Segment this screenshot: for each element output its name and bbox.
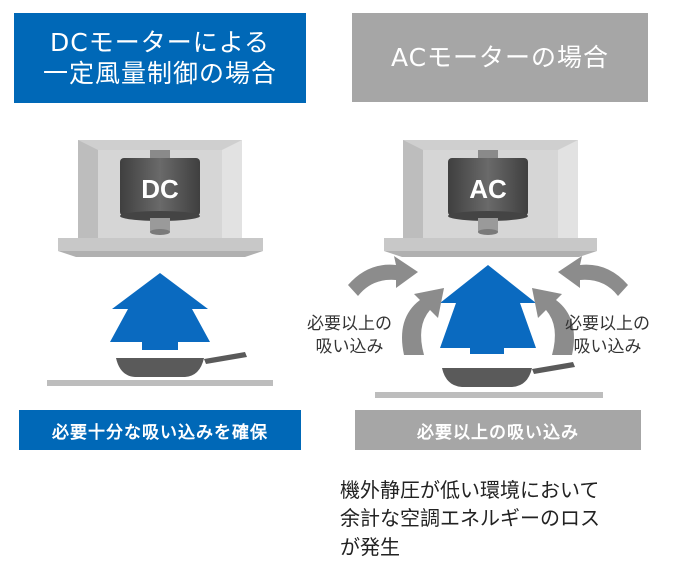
ac-caption: 必要以上の吸い込み: [355, 410, 641, 450]
energy-loss-note: 機外静圧が低い環境において 余計な空調エネルギーのロス が発生: [340, 476, 685, 561]
dc-caption: 必要十分な吸い込みを確保: [19, 410, 301, 450]
dc-airflow-arrow-icon: [110, 273, 210, 350]
ac-title: ACモーターの場合: [390, 42, 610, 72]
ac-frying-pan-icon: [442, 362, 575, 387]
dc-title-line2: 一定風量制御の場合: [42, 59, 277, 88]
ac-cooktop: [375, 392, 603, 398]
dc-motor-label: DC: [141, 174, 179, 204]
dc-title-box: DCモーターによる 一定風量制御の場合: [14, 13, 306, 103]
ac-title-box: ACモーターの場合: [352, 13, 648, 102]
ac-motor-label: AC: [469, 174, 507, 204]
dc-cooktop: [47, 380, 273, 386]
note-line2: 余計な空調エネルギーのロス: [340, 506, 600, 531]
dc-motor-icon: DC: [120, 150, 200, 235]
ac-side-left-line1: 必要以上の: [307, 314, 392, 334]
ac-side-right-line1: 必要以上の: [565, 314, 650, 334]
dc-title-line1: DCモーターによる: [50, 27, 270, 57]
ac-excess-arrow-left-top-icon: [348, 256, 418, 296]
note-line1: 機外静圧が低い環境において: [340, 478, 600, 502]
ac-side-label-right: 必要以上の 吸い込み: [565, 313, 650, 359]
ac-excess-arrow-left-bottom-icon: [402, 288, 444, 355]
ac-airflow-arrow-icon: [440, 265, 536, 354]
ac-excess-arrow-right-bottom-icon: [532, 288, 574, 355]
ac-side-left-line2: 吸い込み: [315, 336, 384, 357]
ac-excess-arrow-right-top-icon: [558, 256, 628, 296]
dc-frying-pan-icon: [116, 352, 247, 377]
ac-motor-icon: AC: [448, 150, 528, 235]
ac-side-right-line2: 吸い込み: [573, 336, 642, 357]
note-line3: が発生: [340, 534, 400, 559]
ac-side-label-left: 必要以上の 吸い込み: [307, 313, 392, 359]
